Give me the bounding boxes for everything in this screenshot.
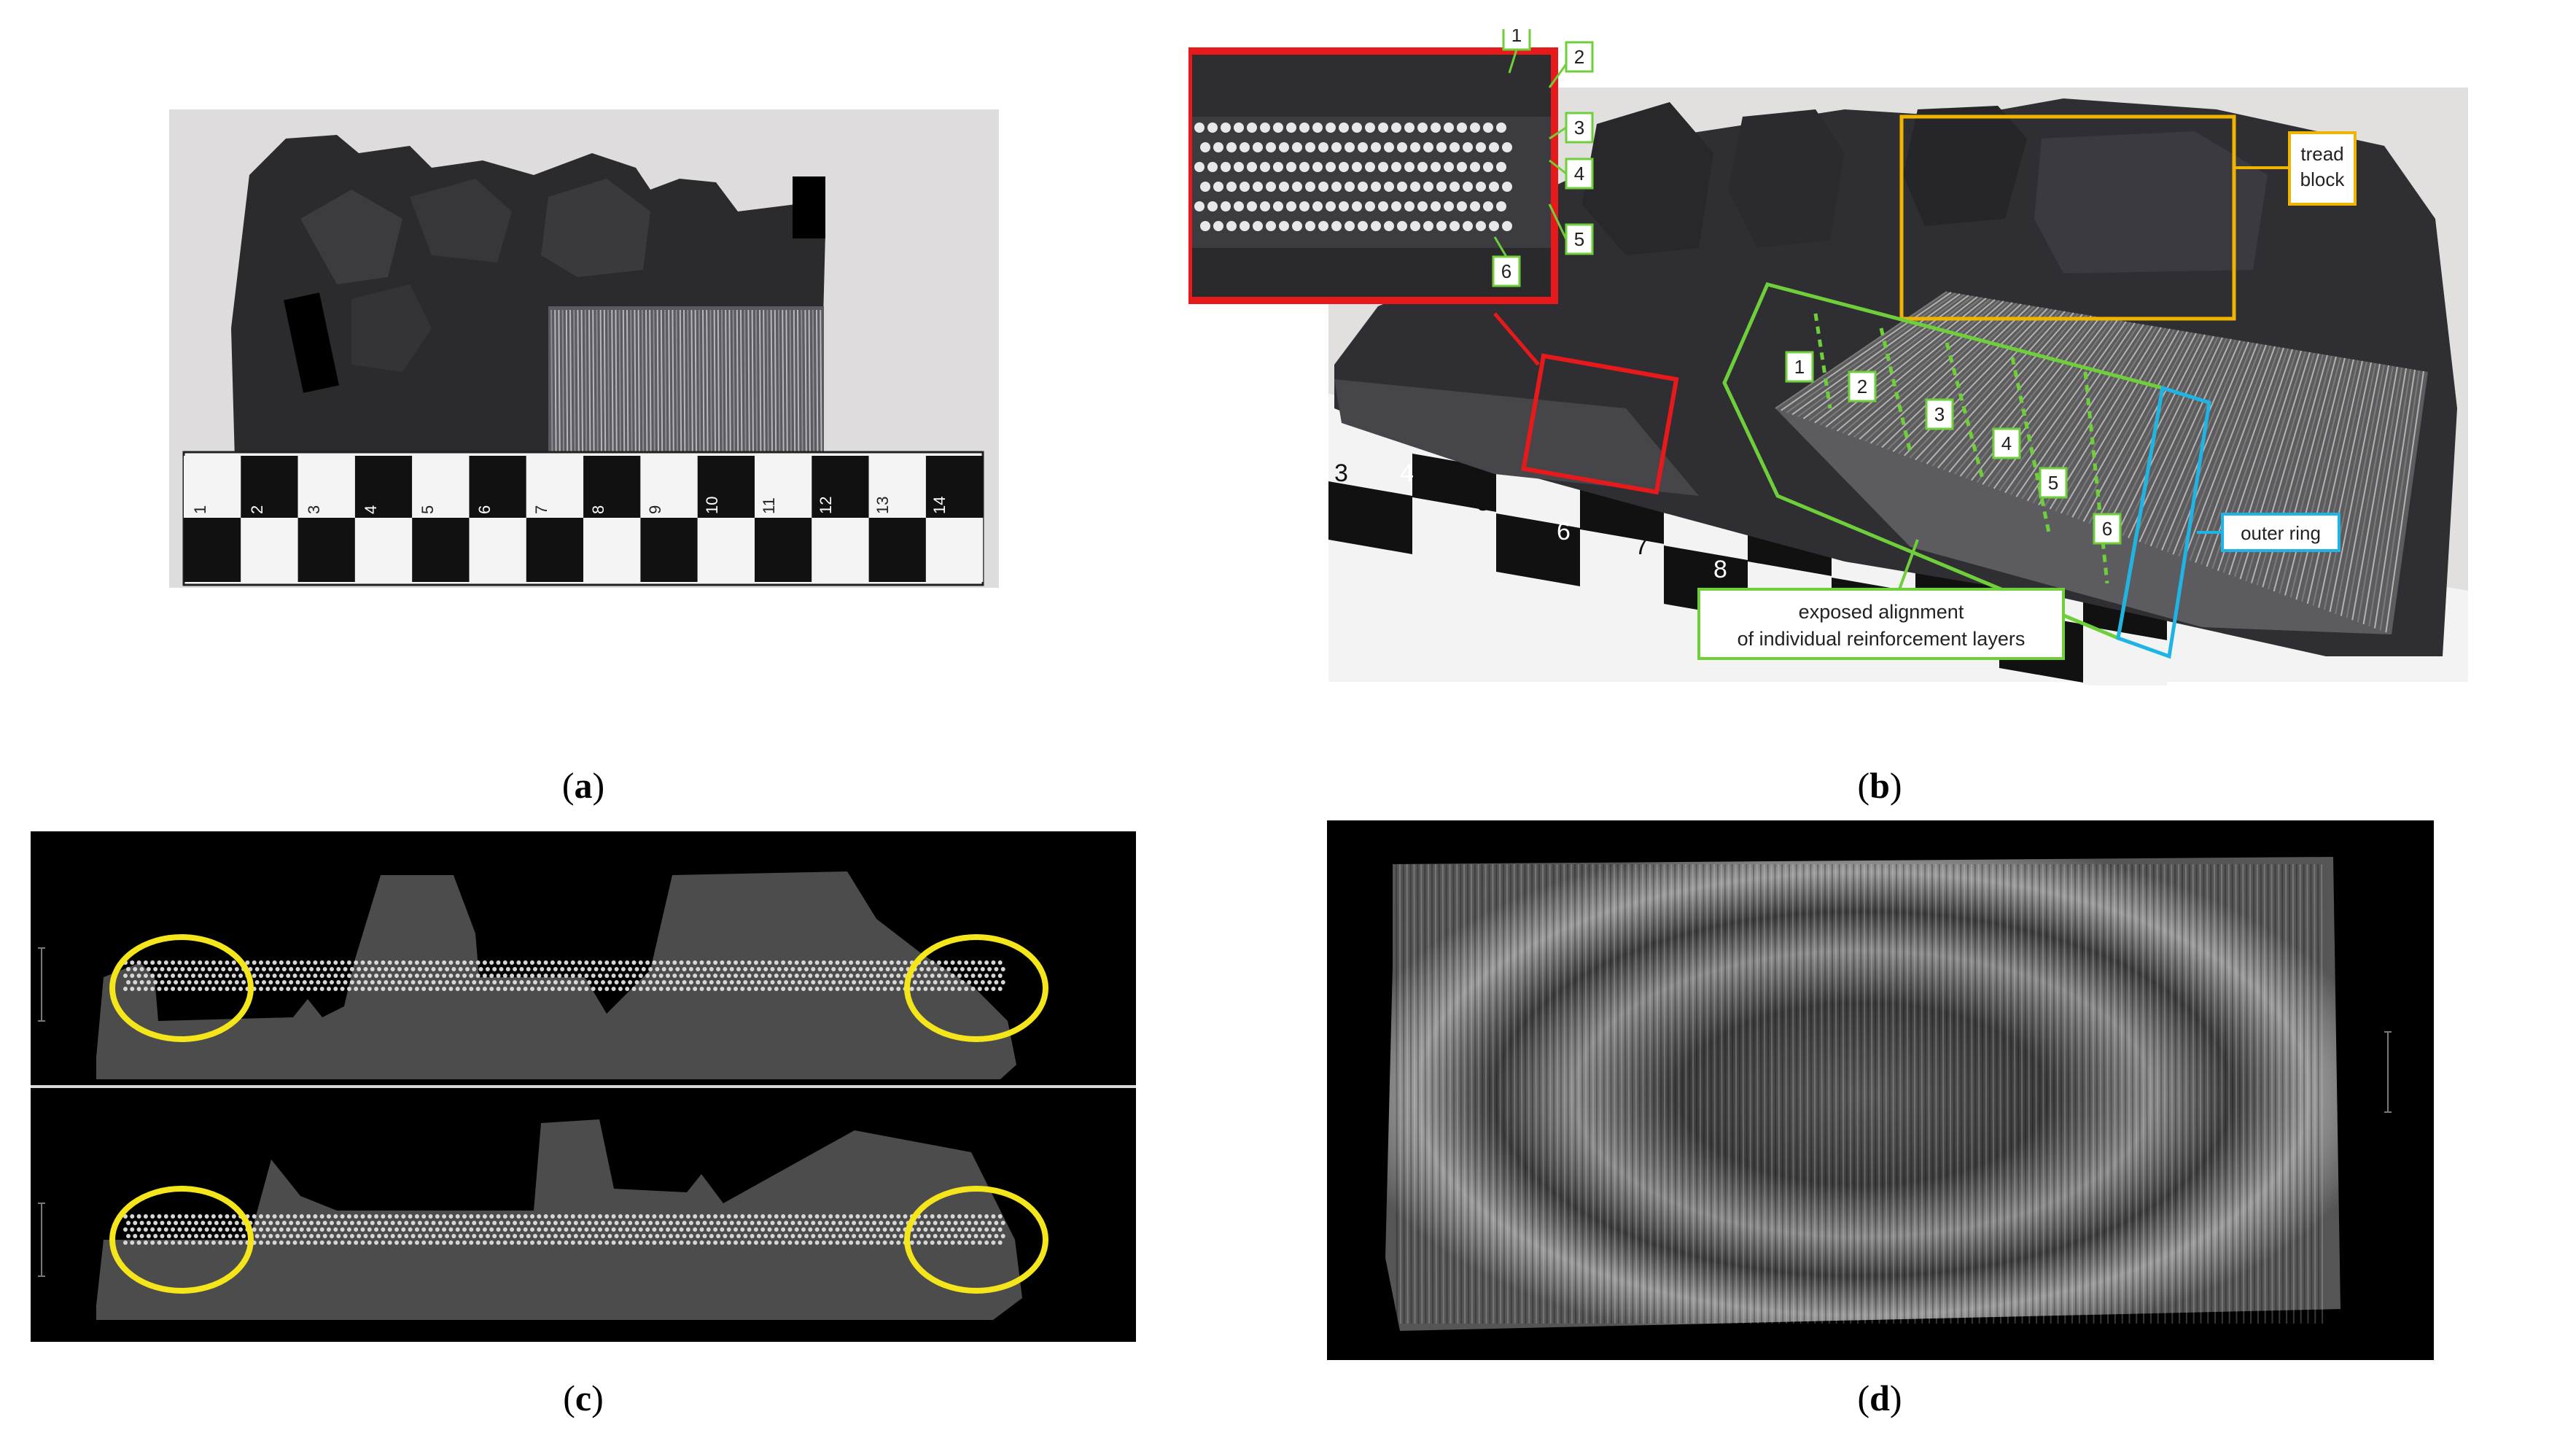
layer-number: 6 (2102, 518, 2112, 540)
tread-block-outline (1899, 114, 2236, 321)
inset-number: 2 (1574, 46, 1584, 68)
caption-b: (b) (1857, 765, 1902, 806)
panel-a-ruler-labels: 1 2 3 4 5 6 7 8 9 10 11 12 13 14 (191, 497, 949, 514)
ruler-number: 13 (873, 497, 892, 514)
tread-block-label-box (2288, 131, 2357, 206)
ct-scale-bars (38, 947, 45, 1277)
highlight-ellipse-left-top (109, 934, 254, 1042)
inset-number-labels: 1 2 3 4 5 6 (1492, 29, 1594, 287)
exposed-alignment-label-box (1697, 588, 2065, 660)
ruler-number: 3 (305, 505, 323, 514)
caption-c: (c) (563, 1378, 604, 1418)
tread-block-label-line2: block (2300, 168, 2346, 190)
ruler-number: 7 (1635, 532, 1649, 560)
outer-ring-outline (2116, 385, 2211, 659)
ct-cord-dots-top (123, 960, 1005, 991)
panel-b-cords (1775, 291, 2424, 633)
ruler-number: 8 (589, 505, 607, 514)
panel-c-ct-scans (31, 831, 1136, 1342)
highlight-ellipse-right-bottom (904, 1186, 1048, 1294)
ruler-number: 3 (1334, 459, 1348, 487)
inset-number: 6 (1501, 260, 1511, 282)
ruler-number: 6 (475, 505, 494, 514)
ct-cord-dots-bottom (123, 1214, 1005, 1245)
inset-number: 4 (1574, 163, 1584, 185)
ruler-number: 2 (248, 505, 266, 514)
inset-number-arrows (1493, 49, 1568, 257)
inset-source-box (1521, 353, 1679, 495)
ruler-number: 9 (646, 505, 664, 514)
inset-cord-dots (1194, 123, 1512, 231)
tread-block-label-line1: tread (2300, 143, 2343, 165)
ct-scan-top (96, 871, 1048, 1079)
layer-number: 3 (1934, 403, 1945, 425)
ct-slice-scale-bar (2384, 1031, 2392, 1113)
ruler-number: 7 (532, 505, 550, 514)
panel-b-photo: 3 4 5 6 7 8 tread block 1 2 3 4 5 6 out (1188, 29, 2468, 685)
ruler-number: 11 (760, 497, 778, 514)
inset-number: 5 (1574, 228, 1584, 250)
panel-b-ruler-labels: 3 4 5 6 7 8 (1334, 459, 1727, 583)
ruler-number: 5 (419, 505, 437, 514)
highlight-ellipse-left-bottom (109, 1186, 254, 1294)
outer-ring-label-box (2221, 513, 2340, 552)
exposed-alignment-line1: exposed alignment (1799, 601, 1964, 623)
ruler-number: 8 (1713, 556, 1727, 583)
inset-number: 1 (1511, 29, 1522, 46)
outer-ring-label: outer ring (2241, 522, 2321, 544)
layer-number: 5 (2048, 472, 2058, 494)
ruler-number: 4 (362, 505, 380, 514)
ruler-number: 6 (1557, 518, 1571, 545)
panel-a-ruler (184, 456, 984, 582)
ruler-number: 14 (930, 497, 949, 514)
layer-number-labels: 1 2 3 4 5 6 (1785, 351, 2122, 545)
ruler-number: 1 (191, 505, 209, 514)
ct-slice-fiber-lines (1396, 863, 2324, 1324)
inset-connector-top (1493, 312, 1540, 366)
ruler-number: 5 (1476, 489, 1490, 516)
inset-number: 3 (1574, 117, 1584, 139)
highlight-ellipse-right-top (904, 934, 1048, 1042)
ruler-number: 10 (703, 497, 721, 514)
exposed-alignment-line2: of individual reinforcement layers (1738, 628, 2026, 650)
ruler-number: 12 (817, 497, 835, 514)
ct-scan-bottom (96, 1119, 1048, 1320)
panel-d-ct-slice (1327, 820, 2434, 1360)
caption-d: (d) (1857, 1378, 1902, 1418)
exposed-alignment-leader (1898, 539, 1919, 590)
layer-number: 2 (1857, 376, 1867, 397)
panel-a-photo: 1 2 3 4 5 6 7 8 9 10 11 12 13 14 (169, 109, 999, 588)
layer-number: 1 (1794, 356, 1805, 378)
caption-a: (a) (561, 765, 605, 806)
layer-dividers (1813, 313, 2109, 584)
layer-number: 4 (2001, 432, 2012, 454)
ruler-number: 4 (1400, 459, 1414, 487)
